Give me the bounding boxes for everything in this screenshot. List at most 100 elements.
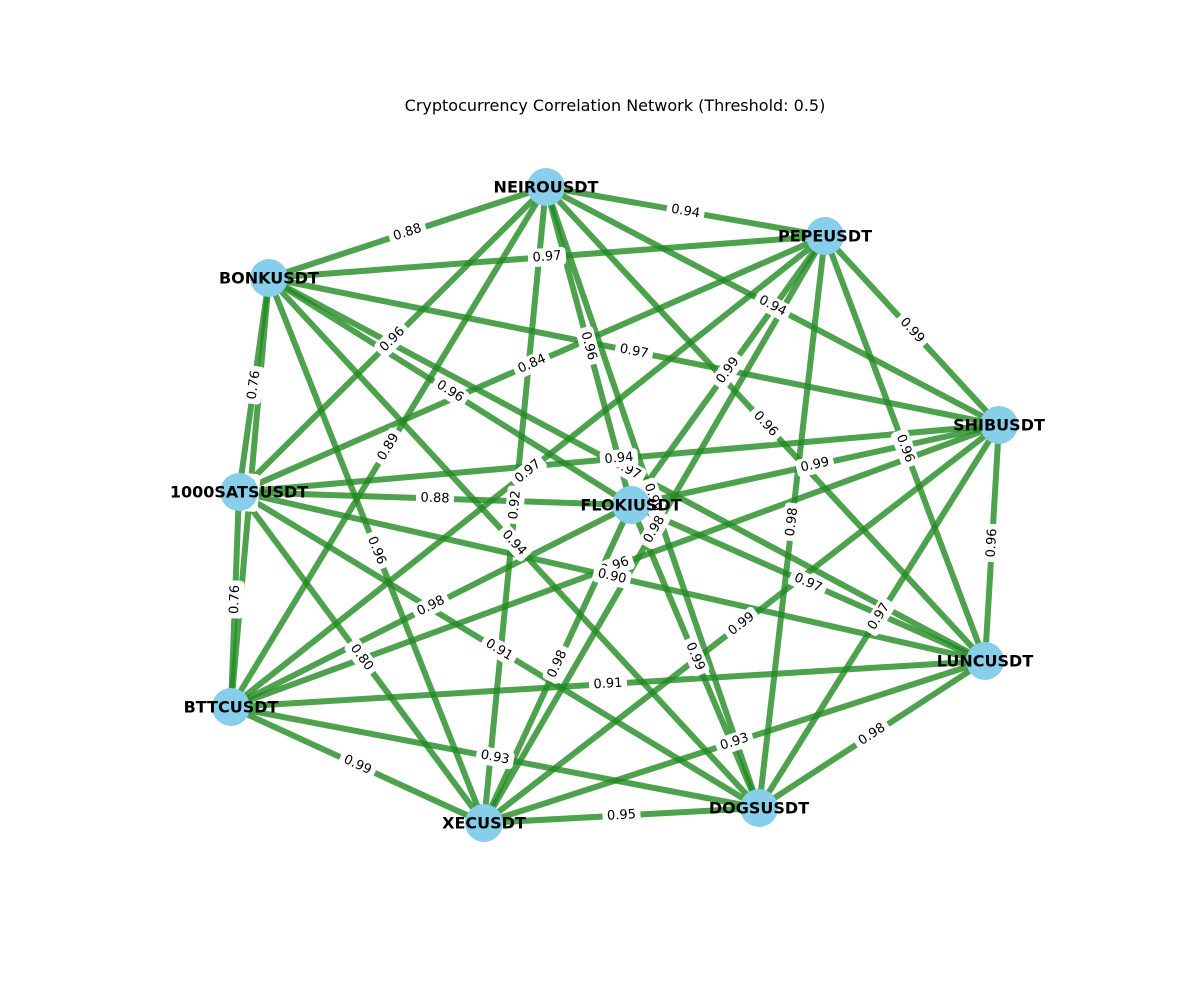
edge-label-background <box>504 485 526 525</box>
edge-label-background <box>602 805 641 826</box>
edge-label-1000satsusdt-luncusdt: 0.90 <box>592 564 632 589</box>
edge-label-bttcusdt-xecusdt: 0.99 <box>337 750 378 780</box>
node-label-dogsusdt: DOGSUSDT <box>709 799 809 818</box>
edge-label-luncusdt-bttcusdt: 0.91 <box>588 674 628 694</box>
edge-label-shibusdt-1000satsusdt: 0.94 <box>599 448 639 469</box>
edge-label-background <box>680 636 710 677</box>
edge-label-background <box>722 606 761 642</box>
node-shibusdt[interactable] <box>980 406 1018 444</box>
edge-label-neirousdt-shibusdt: 0.94 <box>752 290 793 322</box>
edge-label-bonkusdt-shibusdt: 0.97 <box>614 339 654 364</box>
edge-label-background <box>599 448 639 469</box>
edge-label-background <box>752 290 793 322</box>
edge-label-background <box>795 452 835 478</box>
edge-label-shibusdt-luncusdt: 0.96 <box>982 523 1002 563</box>
node-neirousdt[interactable] <box>527 168 565 206</box>
edge-weight-text: 0.76 <box>245 370 264 401</box>
edge-label-background <box>665 199 706 224</box>
edge-weight-text: 0.96 <box>984 528 1001 558</box>
node-label-bonkusdt: BONKUSDT <box>219 269 319 288</box>
edge-label-dogsusdt-xecusdt: 0.95 <box>602 805 641 826</box>
edge-label-background <box>344 638 379 677</box>
edge-weight-text: 0.92 <box>506 490 524 520</box>
edge-label-background <box>638 510 671 549</box>
edge-label-background <box>496 524 532 562</box>
node-bonkusdt[interactable] <box>250 259 288 297</box>
node-bttcusdt[interactable] <box>212 688 250 726</box>
edge-weight-text: 0.98 <box>783 507 801 537</box>
node-pepeusdt[interactable] <box>806 217 844 255</box>
node-label-neirousdt: NEIROUSDT <box>494 178 599 197</box>
edge-label-background <box>714 728 755 756</box>
edge-label-background <box>862 597 896 636</box>
edge-label-background <box>387 219 428 246</box>
edge-weight-text: 0.97 <box>532 248 562 265</box>
edge-label-bttcusdt-dogsusdt: 0.93 <box>475 745 515 770</box>
edge-label-bonkusdt-1000satsusdt: 0.76 <box>242 365 266 405</box>
node-label-bttcusdt: BTTCUSDT <box>184 698 279 717</box>
edge-label-background <box>982 523 1002 563</box>
edge-weight-text: 0.90 <box>596 566 628 587</box>
figure-title: Cryptocurrency Correlation Network (Thre… <box>405 96 826 115</box>
edge-label-neirousdt-pepeusdt: 0.94 <box>665 199 706 224</box>
edge-label-background <box>337 750 378 780</box>
edge-weight-text: 0.95 <box>607 807 637 824</box>
edge-weight-text: 0.97 <box>618 341 649 361</box>
edge-weight-text: 0.76 <box>227 585 243 614</box>
edge-label-background <box>747 405 784 443</box>
edge-label-background <box>475 745 515 770</box>
edge-label-background <box>852 718 892 751</box>
edge-label-background <box>225 580 245 619</box>
edge-label-background <box>592 564 632 589</box>
edge-label-background <box>575 326 602 366</box>
edge-label-background <box>411 590 451 622</box>
edge-label-background <box>588 674 628 694</box>
edge-label-background <box>362 530 391 571</box>
node-label-xecusdt: XECUSDT <box>442 814 526 833</box>
node-label-shibusdt: SHIBUSDT <box>953 416 1045 435</box>
edge-label-background <box>542 644 573 684</box>
edge-label-background <box>638 477 667 518</box>
edge-weight-text: 0.91 <box>593 676 623 693</box>
edge-label-1000satsusdt-bttcusdt: 0.76 <box>225 580 245 619</box>
edge-label-background <box>242 365 266 405</box>
edge-weight-text: 0.93 <box>479 747 510 767</box>
edge-label-background <box>781 502 803 542</box>
edge-weight-text: 0.99 <box>799 455 830 476</box>
node-flokiusdt[interactable] <box>612 486 650 524</box>
edge-label-background <box>372 427 405 467</box>
node-1000satsusdt[interactable] <box>220 473 258 511</box>
edge-label-background <box>415 489 455 508</box>
edge-label-background <box>374 321 411 358</box>
edge-label-background <box>479 633 519 667</box>
edge-label-background <box>788 568 828 598</box>
edge-label-1000satsusdt-flokiusdt: 0.88 <box>415 489 455 508</box>
edge-label-background <box>430 375 470 408</box>
edge-label-background <box>509 454 547 489</box>
edge-label-pepeusdt-dogsusdt: 0.98 <box>781 502 803 542</box>
edge-label-background <box>614 339 654 364</box>
edge-label-background <box>894 312 930 349</box>
node-labels-layer: NEIROUSDTPEPEUSDTBONKUSDTSHIBUSDT1000SAT… <box>170 178 1045 833</box>
nodes-layer <box>212 168 1018 842</box>
node-xecusdt[interactable] <box>465 804 503 842</box>
node-label-flokiusdt: FLOKIUSDT <box>580 496 681 515</box>
edge-label-luncusdt-xecusdt: 0.93 <box>714 728 755 756</box>
node-luncusdt[interactable] <box>966 642 1004 680</box>
node-label-luncusdt: LUNCUSDT <box>937 652 1034 671</box>
edge-weight-text: 0.94 <box>604 450 634 467</box>
edge-weight-text: 0.88 <box>420 491 449 507</box>
edge-label-pepeusdt-bonkusdt: 0.97 <box>527 246 567 268</box>
edge-label-shibusdt-flokiusdt: 0.99 <box>795 452 835 478</box>
edge-weight-text: 0.94 <box>670 202 701 222</box>
edge-weight-text: 0.96 <box>578 330 600 362</box>
edge-label-neirousdt-xecusdt: 0.92 <box>504 485 526 525</box>
edge-label-bonkusdt-xecusdt: 0.96 <box>362 530 391 571</box>
edge-label-neirousdt-flokiusdt: 0.96 <box>575 326 602 366</box>
node-dogsusdt[interactable] <box>740 789 778 827</box>
edge-label-background <box>527 246 567 268</box>
edge-label-background <box>711 351 745 390</box>
node-label-pepeusdt: PEPEUSDT <box>778 227 872 246</box>
